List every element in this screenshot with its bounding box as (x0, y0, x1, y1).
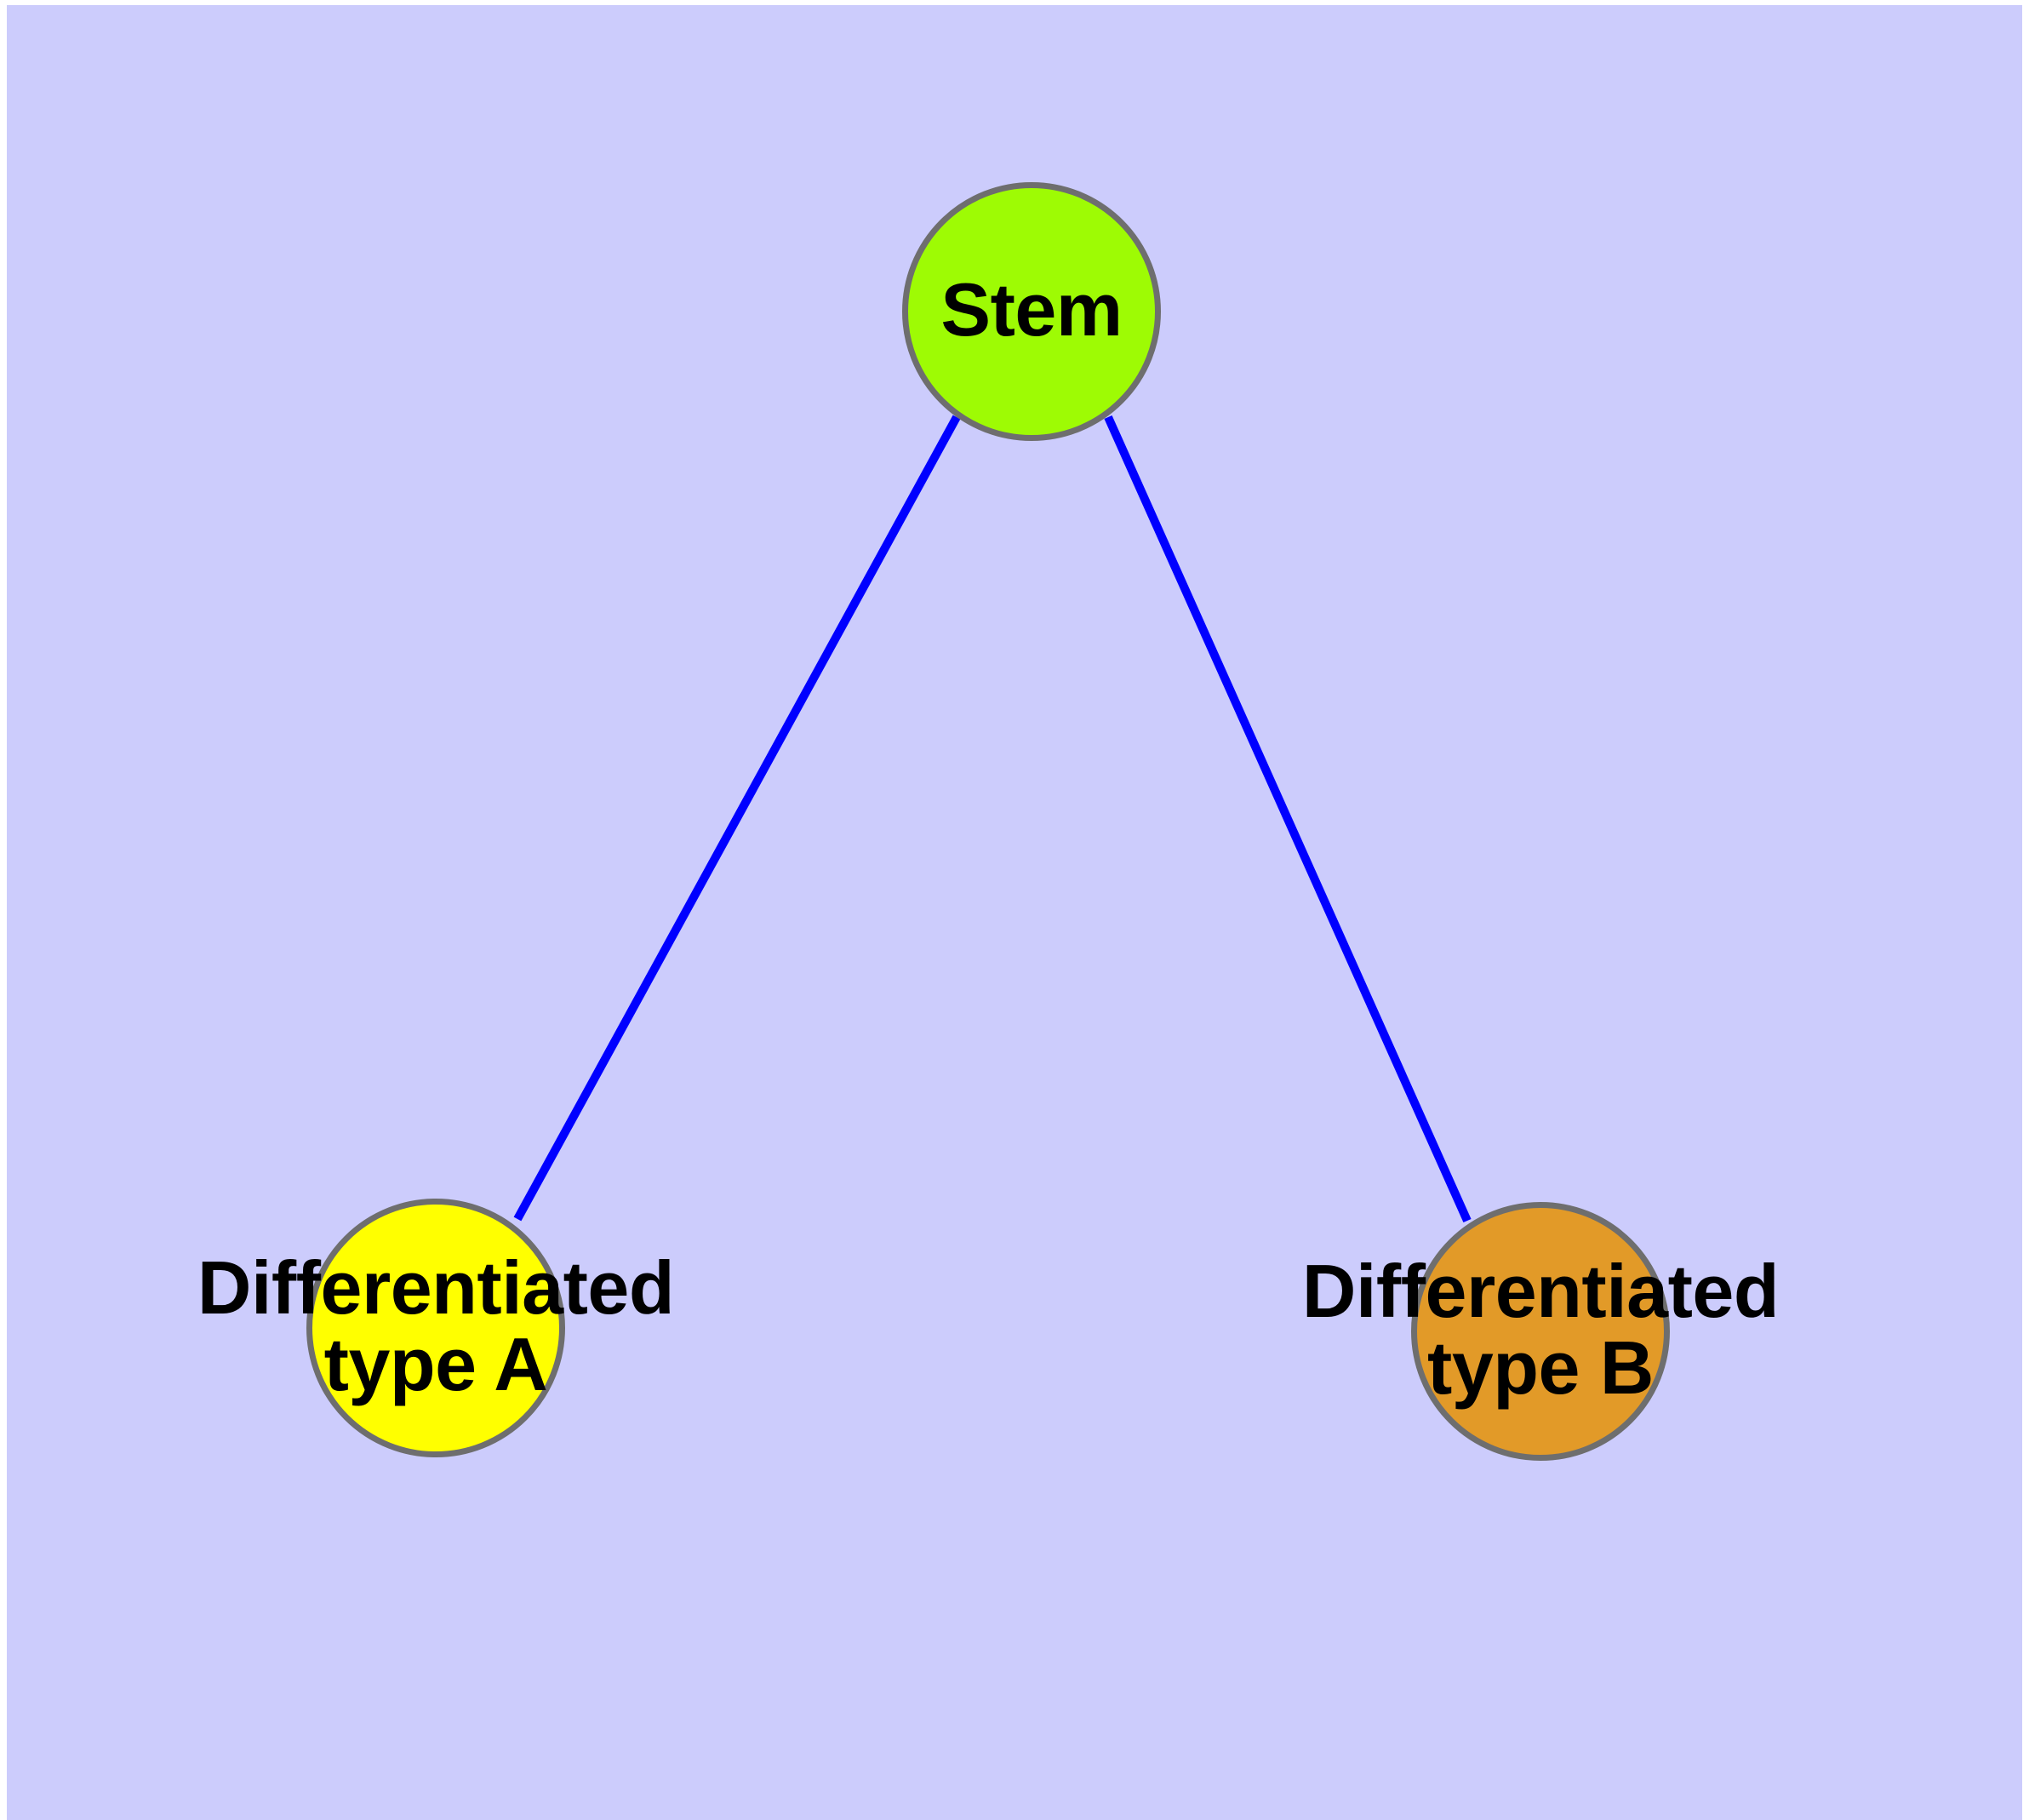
edge-stem-to-differentiated-type-b (1104, 415, 1472, 1223)
node-stem[interactable] (902, 182, 1161, 441)
node-differentiated-type-a[interactable] (306, 1199, 565, 1457)
edge-stem-to-differentiated-type-a (513, 415, 961, 1222)
graph-plot-area: Stem Differentiated type A Differentiate… (7, 5, 2022, 1820)
edge-layer (513, 415, 1472, 1223)
node-differentiated-type-b[interactable] (1411, 1202, 1670, 1461)
